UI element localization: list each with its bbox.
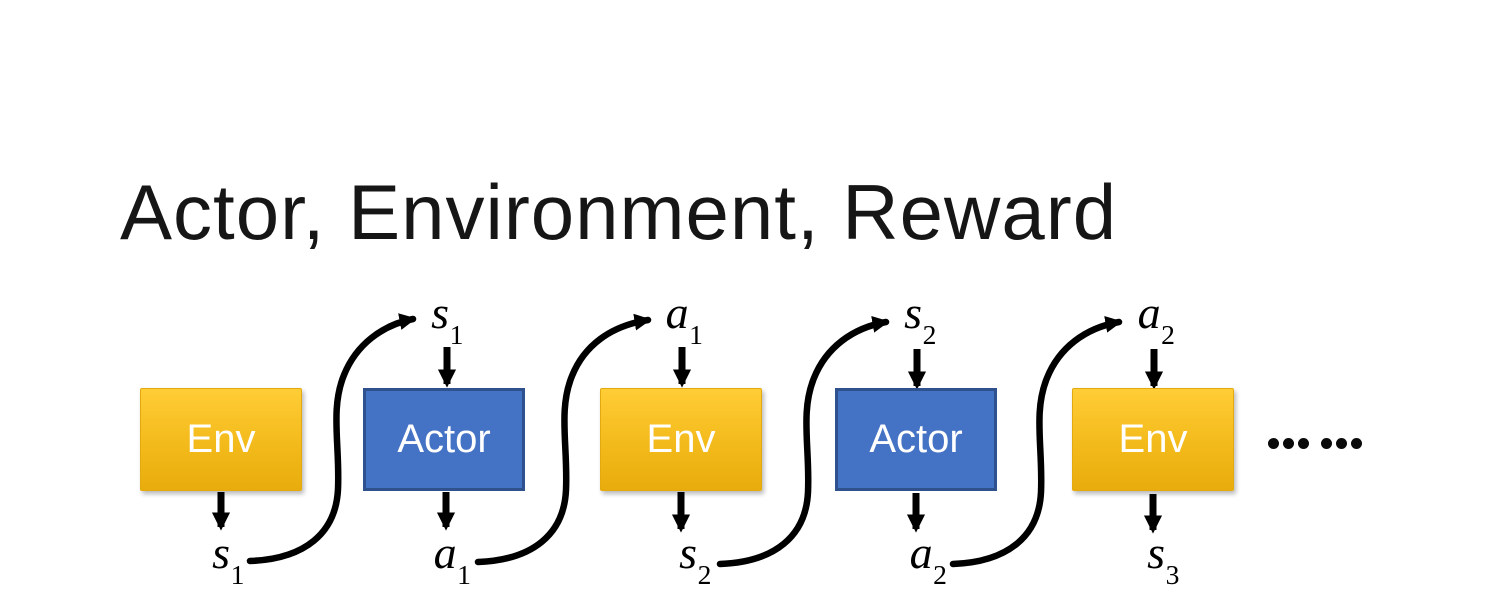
top-label-a2-base: a	[1137, 287, 1161, 338]
ellipsis-dots-icon: ……	[1268, 438, 1366, 449]
slide-title: Actor, Environment, Reward	[120, 168, 1118, 257]
top-label-s1-base: s	[431, 287, 450, 338]
env-box-2: Env	[600, 388, 762, 491]
bottom-label-a2: a2	[909, 527, 947, 589]
top-label-a1-sub: 1	[689, 319, 703, 351]
bottom-label-s2: s2	[679, 527, 711, 589]
top-label-s2: s2	[904, 287, 936, 349]
ellipsis-dot	[1336, 438, 1347, 449]
actor-box-2: Actor	[835, 388, 997, 491]
actor-box-2-label: Actor	[869, 417, 963, 461]
top-label-a1-base: a	[665, 287, 689, 338]
top-label-s1: s1	[431, 287, 463, 349]
ellipsis-dot	[1351, 438, 1362, 449]
env-box-1-label: Env	[186, 417, 256, 461]
bottom-label-a1-base: a	[433, 527, 457, 578]
bottom-label-a2-base: a	[909, 527, 933, 578]
top-label-a1: a1	[665, 287, 703, 349]
bottom-label-s2-sub: 2	[697, 559, 712, 591]
top-label-a2: a2	[1137, 287, 1175, 349]
ellipsis-dot	[1283, 438, 1294, 449]
bottom-label-a1: a1	[433, 527, 471, 589]
bottom-label-a1-sub: 1	[457, 559, 471, 591]
top-label-s2-base: s	[904, 287, 923, 338]
env-box-2-label: Env	[646, 417, 716, 461]
bottom-label-s3: s3	[1147, 527, 1179, 589]
top-label-s2-sub: 2	[922, 319, 937, 351]
bottom-label-s3-base: s	[1147, 527, 1166, 578]
env-box-1: Env	[140, 388, 302, 491]
bottom-label-s1-base: s	[212, 527, 231, 578]
ellipsis-dot	[1321, 438, 1332, 449]
actor-box-1-label: Actor	[397, 417, 491, 461]
env-box-3-label: Env	[1118, 417, 1188, 461]
bottom-label-a2-sub: 2	[933, 559, 947, 591]
bottom-label-s1-sub: 1	[230, 559, 245, 591]
bottom-label-s1: s1	[212, 527, 244, 589]
ellipsis-dot	[1268, 438, 1279, 449]
ellipsis-dot	[1298, 438, 1309, 449]
bottom-label-s2-base: s	[679, 527, 698, 578]
top-label-a2-sub: 2	[1161, 319, 1175, 351]
env-box-3: Env	[1072, 388, 1234, 491]
bottom-label-s3-sub: 3	[1165, 559, 1180, 591]
top-label-s1-sub: 1	[449, 319, 464, 351]
actor-box-1: Actor	[363, 388, 525, 491]
